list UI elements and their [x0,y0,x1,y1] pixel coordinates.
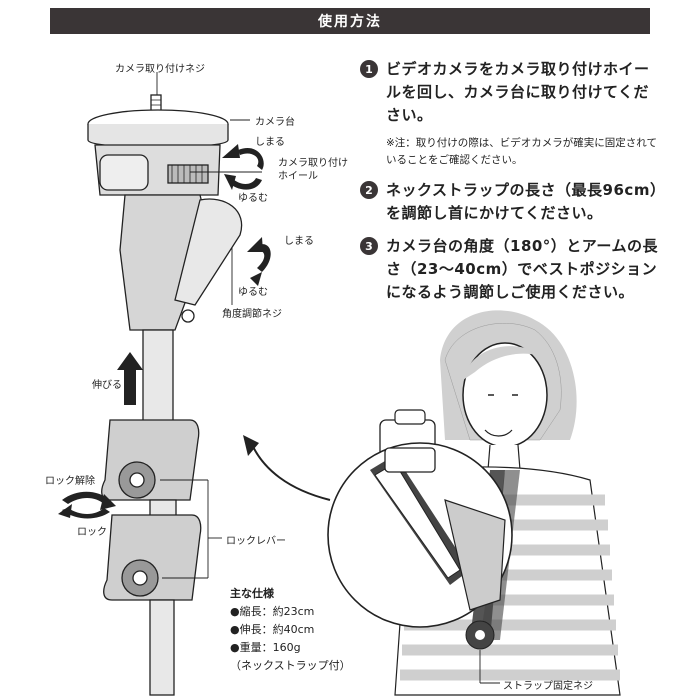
step-2: 2 ネックストラップの長さ（最長96cm）を調節し首にかけてください。 [360,179,660,225]
header-title: 使用方法 [318,14,382,30]
label-loosen-1: ゆるむ [238,193,268,204]
step-3: 3 カメラ台の角度（180°）とアームの長さ（23〜40cm）でベストポジション… [360,235,660,304]
spec-block: 主な仕様 ●縮長：約23cm ●伸長：約40cm ●重量：160g （ネックスト… [230,585,351,675]
label-wheel-line2: ホイール [278,171,318,182]
label-extend: 伸びる [92,380,122,391]
spec-item: ●伸長：約40cm [230,623,315,636]
step-number: 1 [360,60,378,78]
section-header: 使用方法 [50,8,650,34]
spec-item: ●重量：160g [230,641,301,654]
spec-item: （ネックストラップ付） [230,659,351,672]
label-unlock: ロック解除 [45,476,95,487]
step-text: ビデオカメラをカメラ取り付けホイールを回し、カメラ台に取り付けてください。 [386,60,650,124]
step-text: ネックストラップの長さ（最長96cm）を調節し首にかけてください。 [386,181,658,222]
instruction-steps: 1 ビデオカメラをカメラ取り付けホイールを回し、カメラ台に取り付けてください。 … [360,58,660,314]
label-camera-screw: カメラ取り付けネジ [115,64,205,75]
monopod-illustration [87,94,243,696]
label-angle-screw: 角度調節ネジ [222,309,282,320]
label-strap-screw: ストラップ固定ネジ [503,681,593,692]
label-wheel-line1: カメラ取り付け [278,158,348,169]
step-number: 2 [360,181,378,199]
caution-note: ※注：取り付けの際は、ビデオカメラが確実に固定されていることをご確認ください。 [386,137,657,166]
step-text: カメラ台の角度（180°）とアームの長さ（23〜40cm）でベストポジションにな… [386,237,658,301]
label-lock: ロック [77,527,107,538]
label-tighten-2: しまる [284,236,314,247]
rotation-arrows [58,144,271,519]
label-loosen-2: ゆるむ [238,287,268,298]
label-camera-base: カメラ台 [255,117,295,128]
magnify-circle [327,442,513,650]
spec-title: 主な仕様 [230,587,274,600]
label-tighten-1: しまる [255,137,285,148]
step-number: 3 [360,237,378,255]
spec-item: ●縮長：約23cm [230,605,315,618]
step-1: 1 ビデオカメラをカメラ取り付けホイールを回し、カメラ台に取り付けてください。 [360,58,660,127]
label-lock-lever: ロックレバー [226,536,286,547]
